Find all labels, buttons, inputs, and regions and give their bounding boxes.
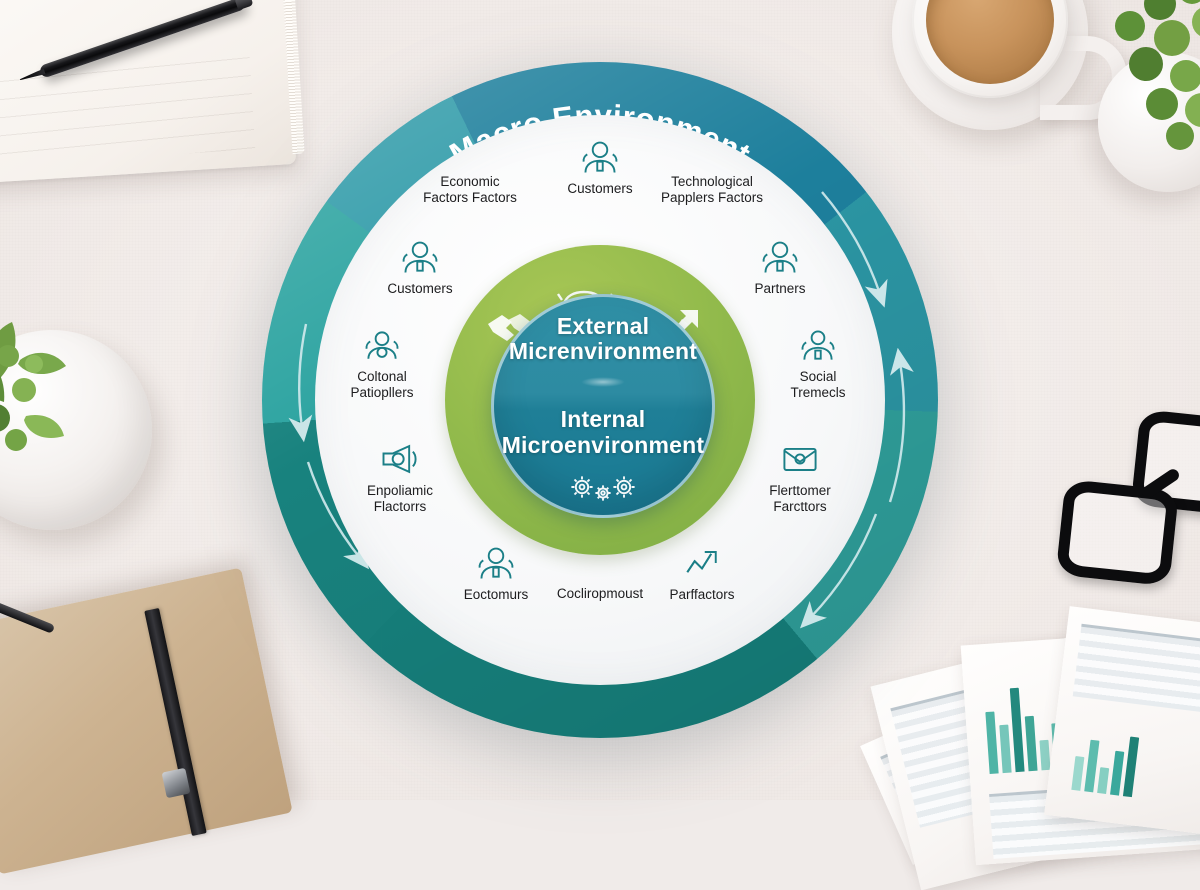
report-paper-3	[1044, 606, 1200, 844]
report-bar-chart	[1071, 720, 1140, 798]
ring-label-text: Eoctomurs	[463, 587, 529, 602]
envelope-icon	[778, 440, 822, 480]
ring-label-competition-bottom[interactable]: Cocliropmoust	[538, 586, 662, 602]
ring-label-text: Partners	[754, 281, 806, 296]
ring-label-customers-left[interactable]: Customers	[358, 238, 482, 297]
ring-label-text: Cocliropmoust	[556, 586, 644, 601]
plant-left	[0, 300, 140, 485]
person-icon	[796, 326, 840, 366]
plant-top-right-svg	[1115, 0, 1200, 150]
ring-label-customers-top[interactable]: Customers	[538, 138, 662, 197]
ring-label-text: Customers	[387, 281, 453, 296]
plant-top-right	[1060, 0, 1200, 194]
eyeglass-lens-left	[1055, 478, 1180, 587]
ring-label-text: Enpoliamic Flactorrs	[366, 483, 434, 514]
ring-label-text: Coltonal Patiopllers	[350, 369, 414, 400]
business-environment-diagram: Macro Environment Pacreel Imuet Nauironm…	[262, 62, 938, 738]
ring-label-technological-factors[interactable]: Technological Papplers Factors	[650, 174, 774, 206]
ring-label-social-trends[interactable]: Social Tremecls	[756, 326, 880, 401]
person-icon	[474, 544, 518, 584]
ring-label-partners[interactable]: Partners	[718, 238, 842, 297]
ring-label-economic-factors-left[interactable]: Enpoliamic Flactorrs	[338, 440, 462, 515]
person-icon	[578, 138, 622, 178]
growth-arrow-icon	[680, 544, 724, 584]
report-table	[1072, 623, 1200, 723]
ring-label-partner-factors-bottom[interactable]: Parffactors	[640, 544, 764, 603]
ring-label-customer-factors-right[interactable]: Flerttomer Farcttors	[738, 440, 862, 515]
gears-icon	[567, 473, 639, 503]
ring-label-text: Flerttomer Farcttors	[769, 483, 831, 514]
core-external-label: External Micrenvironment	[508, 312, 698, 365]
ring-label-text: Economic Factors Factors	[423, 174, 517, 205]
ring-label-text: Customers	[567, 181, 633, 196]
core-divider	[581, 377, 625, 387]
plant-left-svg	[0, 322, 66, 451]
person-icon	[758, 238, 802, 278]
ring-label-text: Technological Papplers Factors	[660, 174, 764, 205]
notebook-band-clip	[161, 767, 191, 799]
megaphone-icon	[378, 440, 422, 480]
notebook-ruled-lines	[0, 50, 256, 168]
core-internal-label: Internal Microenvironment	[501, 406, 705, 458]
core-environment-circle: External Micrenvironment Internal Microe…	[491, 294, 715, 518]
ring-label-text: Parffactors	[669, 587, 735, 602]
ring-label-text: Social Tremecls	[790, 369, 846, 400]
ring-label-cultural-suppliers[interactable]: Coltonal Patiopllers	[320, 326, 444, 401]
ring-label-economic-factors[interactable]: Economic Factors Factors	[408, 174, 532, 206]
person-icon	[360, 326, 404, 366]
ring-label-customers-bottom[interactable]: Eoctomurs	[434, 544, 558, 603]
person-icon	[398, 238, 442, 278]
